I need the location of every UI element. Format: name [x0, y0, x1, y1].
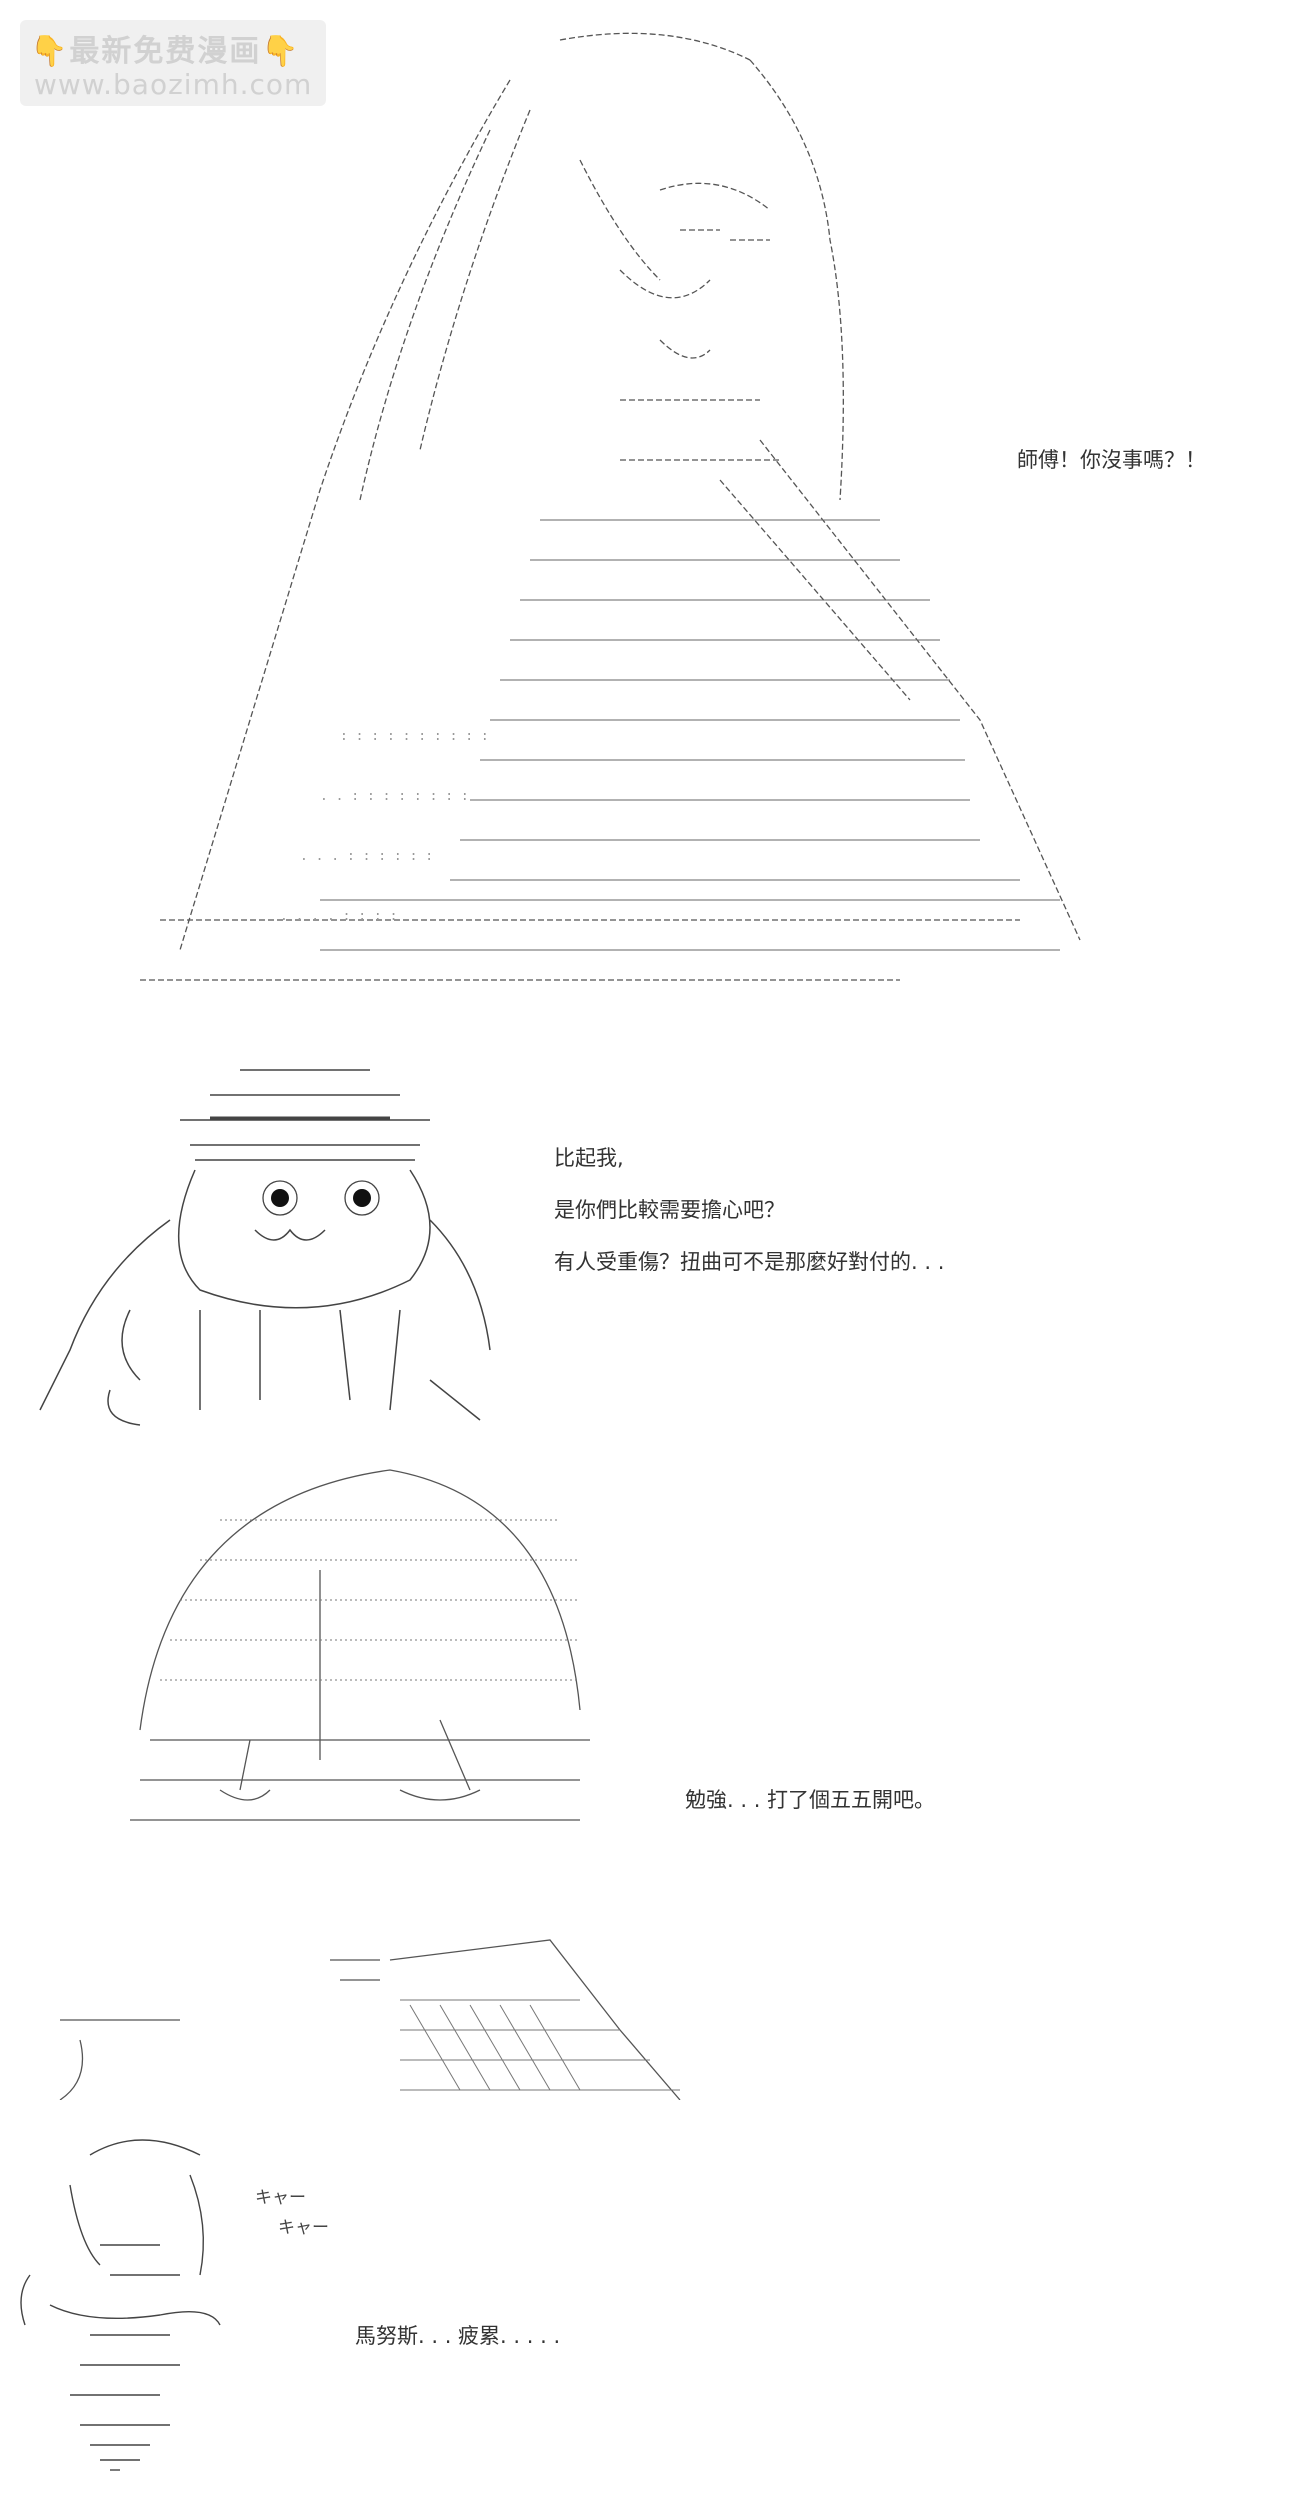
watermark-title: 👇最新免费漫画👇	[30, 26, 301, 70]
dialogue-line: 比起我,	[554, 1146, 624, 1170]
ascii-art-tired-character	[10, 2125, 340, 2475]
svg-text:. . . . : : : :: . . . . : : : :	[280, 909, 397, 924]
watermark: 👇最新免费漫画👇 www.baozimh.com	[20, 20, 326, 106]
svg-text:: : : : : : : : : :: : : : : : : : : : :	[340, 729, 489, 744]
ascii-art-cloaked-girl: : : : : : : : : : : . . : : : : : : : : …	[60, 20, 1100, 1010]
watermark-url: www.baozimh.com	[34, 68, 313, 101]
dialogue-panel-2: 比起我, 是你們比較需要擔心吧？ 有人受重傷？扭曲可不是那麼好對付的. . .	[554, 1143, 944, 1299]
dialogue-line: 馬努斯. . . 疲累. . . . .	[355, 2324, 561, 2348]
dialogue-panel-3: 勉強. . . 打了個五五開吧。	[685, 1785, 935, 1837]
watermark-text: 最新免费漫画	[69, 34, 262, 69]
pointing-down-icon: 👇	[261, 34, 301, 69]
sfx-scream-2: キャー	[278, 2218, 329, 2238]
svg-text:. . : : : : : : : :: . . : : : : : : : :	[320, 789, 469, 804]
dialogue-line: 有人受重傷？扭曲可不是那麼好對付的. . .	[554, 1250, 945, 1274]
dialogue-panel-4: 馬努斯. . . 疲累. . . . .	[355, 2321, 560, 2373]
svg-text:. . . : : : : : :: . . . : : : : : :	[300, 849, 433, 864]
ascii-art-hat-creature	[10, 1050, 500, 1430]
dialogue-panel-1: 師傅！你沒事嗎？！	[1017, 445, 1206, 497]
pointing-down-icon: 👇	[30, 34, 70, 69]
dialogue-line: 勉強. . . 打了個五五開吧。	[685, 1788, 936, 1812]
sfx-scream-1: キャー	[255, 2188, 306, 2208]
dialogue-line: 是你們比較需要擔心吧？	[554, 1198, 785, 1222]
dialogue-line: 師傅！你沒事嗎？！	[1017, 448, 1206, 472]
ascii-art-bob-hair-figure	[20, 1460, 700, 2100]
